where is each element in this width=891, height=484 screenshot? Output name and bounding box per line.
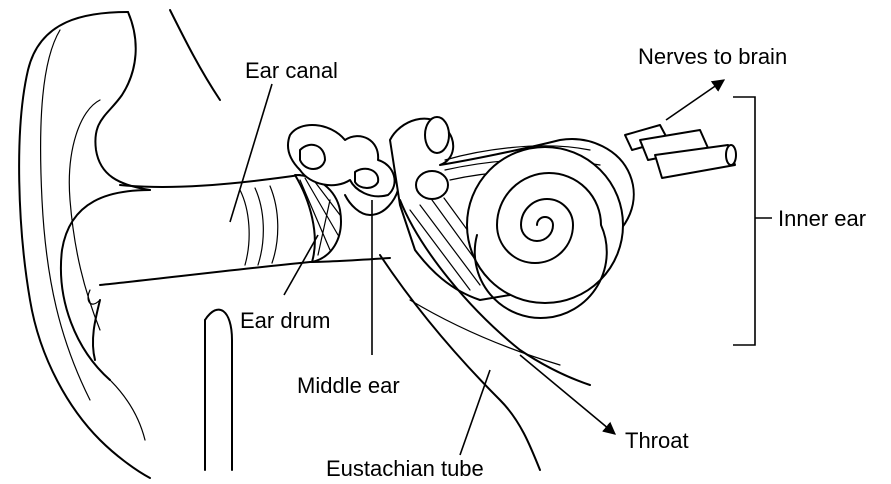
inner-ear-drawing [390, 117, 634, 318]
nerves-arrow [666, 80, 724, 120]
outer-ear-drawing [19, 10, 232, 478]
ear-canal-leader [230, 84, 272, 222]
label-throat: Throat [625, 428, 689, 453]
label-nerves-to-brain: Nerves to brain [638, 44, 787, 69]
middle-ear-drawing [288, 125, 398, 262]
nerves-drawing [625, 125, 736, 178]
label-inner-ear: Inner ear [778, 206, 866, 231]
throat-arrow [520, 355, 615, 434]
label-eustachian-tube: Eustachian tube [326, 456, 484, 481]
eustachian-tube-leader [460, 370, 490, 455]
label-middle-ear: Middle ear [297, 373, 400, 398]
label-ear-canal: Ear canal [245, 58, 338, 83]
label-ear-drum: Ear drum [240, 308, 330, 333]
inner-ear-bracket [733, 97, 755, 345]
